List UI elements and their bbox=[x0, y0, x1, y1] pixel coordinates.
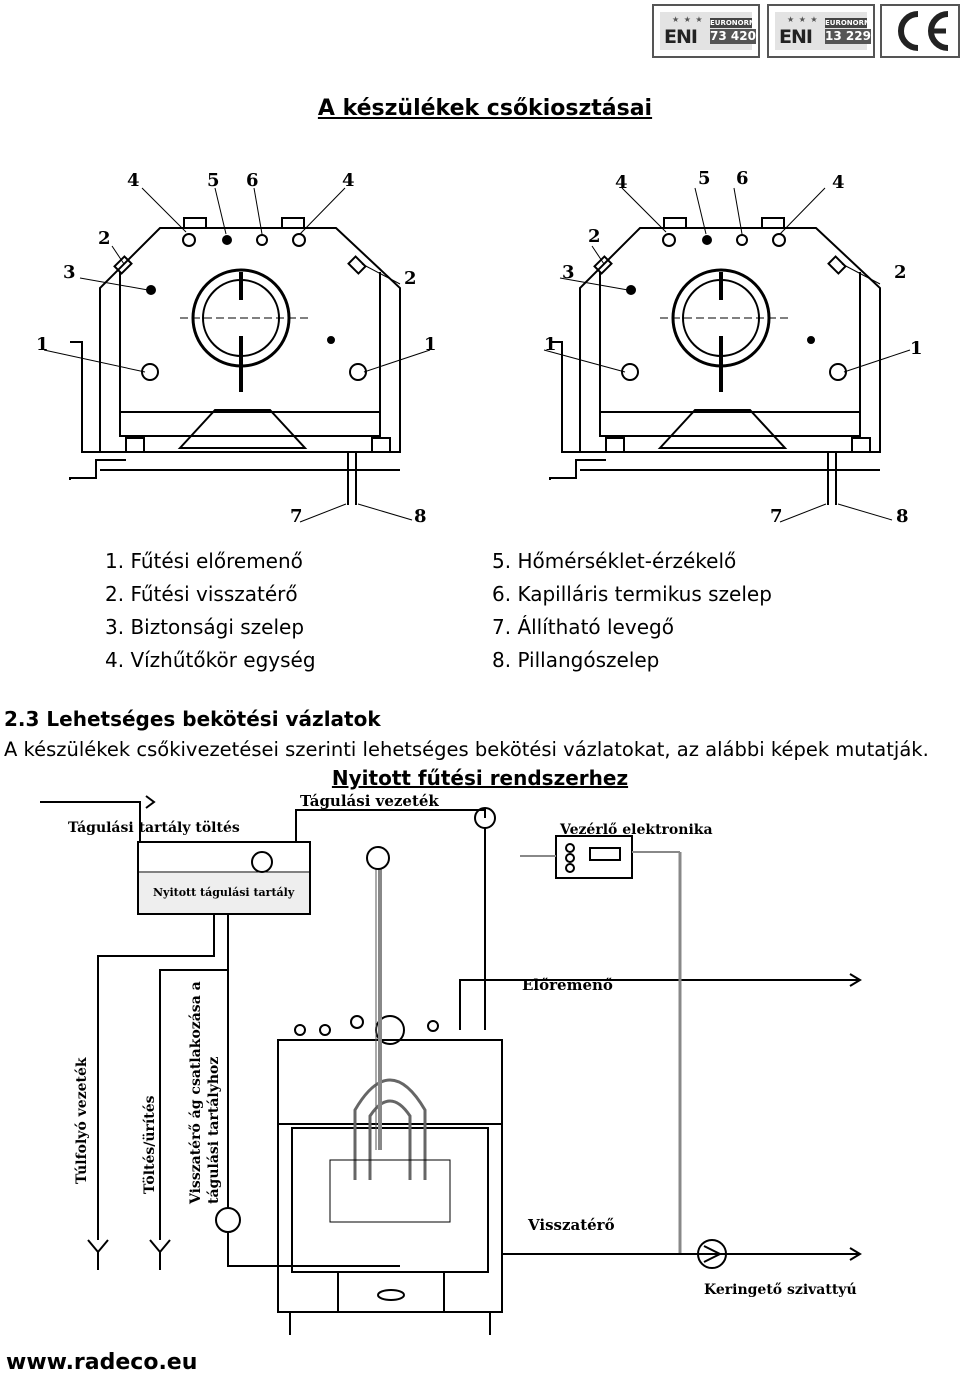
svg-text:5: 5 bbox=[207, 170, 220, 191]
label-return-branch-2: tágulási tartályhoz bbox=[206, 1057, 222, 1204]
svg-text:3: 3 bbox=[562, 262, 575, 283]
callouts-left bbox=[43, 187, 431, 523]
svg-text:2: 2 bbox=[894, 262, 907, 283]
ce-badge bbox=[880, 4, 960, 58]
label-flow: Előremenő bbox=[522, 976, 613, 994]
svg-text:2: 2 bbox=[588, 226, 601, 247]
svg-text:7: 7 bbox=[290, 506, 303, 527]
svg-text:8: 8 bbox=[414, 506, 427, 527]
badge-brand: ENI bbox=[779, 26, 813, 48]
svg-text:2: 2 bbox=[98, 228, 111, 249]
badge-norm: EURONORM bbox=[710, 18, 756, 28]
callout-numbers-left: 4 5 6 4 2 3 1 2 1 7 8 bbox=[36, 170, 437, 527]
svg-text:4: 4 bbox=[127, 170, 140, 191]
svg-text:3: 3 bbox=[63, 262, 76, 283]
stars-icon: ★ ★ ★ bbox=[787, 15, 819, 24]
connection-schematic: Tágulási vezeték Tágulási tartály töltés… bbox=[40, 792, 862, 1335]
legend-item: 2. Fűtési visszatérő bbox=[105, 582, 298, 606]
legend-item: 5. Hőmérséklet-érzékelő bbox=[492, 549, 737, 573]
footer-url[interactable]: www.radeco.eu bbox=[6, 1350, 198, 1375]
label-return: Visszatérő bbox=[527, 1216, 615, 1234]
svg-text:1: 1 bbox=[910, 338, 923, 359]
boiler-view-left bbox=[69, 217, 401, 505]
svg-text:4: 4 bbox=[615, 172, 628, 193]
svg-text:2: 2 bbox=[404, 268, 417, 289]
page-title: A készülékek csőkiosztásai bbox=[317, 96, 653, 121]
badge-code: 13 229 bbox=[825, 29, 871, 44]
label-return-branch-1: Visszatérő ág csatlakozása a bbox=[188, 981, 204, 1205]
svg-text:4: 4 bbox=[832, 172, 845, 193]
stars-icon: ★ ★ ★ bbox=[672, 15, 704, 24]
badge-brand: ENI bbox=[664, 26, 698, 48]
legend-item: 7. Állítható levegő bbox=[492, 615, 674, 639]
legend-item: 1. Fűtési előremenő bbox=[105, 549, 303, 573]
legend-item: 6. Kapilláris termikus szelep bbox=[492, 582, 772, 606]
callout-numbers-right: 4 5 6 4 2 3 1 2 1 7 8 bbox=[544, 168, 923, 527]
svg-text:1: 1 bbox=[36, 334, 49, 355]
svg-text:7: 7 bbox=[770, 506, 783, 527]
legend-item: 4. Vízhűtőkör egység bbox=[105, 648, 316, 672]
legend-right: 5. Hőmérséklet-érzékelő 6. Kapilláris te… bbox=[492, 545, 772, 677]
callouts-right bbox=[543, 187, 911, 523]
svg-text:4: 4 bbox=[342, 170, 355, 191]
label-overflow: Túlfolyó vezeték bbox=[74, 1057, 90, 1184]
label-controller: Vezérlő elektronika bbox=[559, 822, 713, 838]
svg-text:6: 6 bbox=[736, 168, 749, 189]
pump-symbol bbox=[697, 1239, 727, 1269]
eni-badge-1: ★ ★ ★ ENI EURONORM 73 420 bbox=[652, 4, 760, 58]
section-heading: 2.3 Lehetséges bekötési vázlatok bbox=[4, 707, 381, 731]
legend-left: 1. Fűtési előremenő 2. Fűtési visszatérő… bbox=[105, 545, 316, 677]
svg-text:6: 6 bbox=[246, 170, 259, 191]
badge-code: 73 420 bbox=[710, 29, 756, 44]
badge-norm: EURONORM bbox=[825, 18, 871, 28]
diagram-subtitle: Nyitott fűtési rendszerhez bbox=[331, 766, 629, 790]
section-paragraph: A készülékek csőkivezetései szerinti leh… bbox=[4, 738, 929, 761]
svg-text:1: 1 bbox=[424, 334, 437, 355]
expansion-tank bbox=[137, 841, 311, 915]
label-open-tank: Nyitott tágulási tartály bbox=[153, 886, 295, 899]
svg-text:1: 1 bbox=[544, 334, 557, 355]
eni-badge-2: ★ ★ ★ ENI EURONORM 13 229 bbox=[767, 4, 875, 58]
label-expansion-pipe: Tágulási vezeték bbox=[300, 792, 439, 810]
pipe-layout-drawings: 4 5 6 4 2 3 1 2 1 7 8 4 5 6 4 2 3 1 2 1 … bbox=[36, 168, 923, 527]
label-pump: Keringető szivattyú bbox=[704, 1282, 857, 1298]
label-fill-drain: Töltés/ürítés bbox=[142, 1095, 158, 1194]
svg-text:8: 8 bbox=[896, 506, 909, 527]
label-tank-fill: Tágulási tartály töltés bbox=[68, 820, 240, 836]
legend-item: 3. Biztonsági szelep bbox=[105, 615, 305, 639]
ce-mark-icon bbox=[898, 11, 949, 51]
legend-item: 8. Pillangószelep bbox=[492, 648, 660, 672]
svg-text:5: 5 bbox=[698, 168, 711, 189]
